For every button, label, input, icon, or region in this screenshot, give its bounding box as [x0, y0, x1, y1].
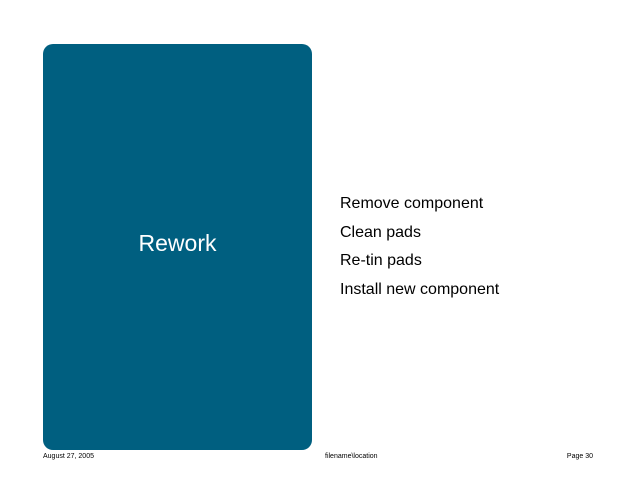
- bullet-item: Install new component: [340, 280, 500, 298]
- title-panel: [43, 44, 312, 450]
- bullet-item: Re-tin pads: [340, 252, 422, 269]
- bullet-list: Remove component Clean pads Re-tin pads …: [340, 190, 499, 304]
- bullet-item: Clean pads: [340, 223, 421, 241]
- footer-page-number: Page 30: [566, 453, 593, 460]
- bullet-item: Remove component: [340, 195, 484, 212]
- footer-filename: filename\location: [325, 453, 378, 460]
- footer-date: August 27, 2005: [43, 453, 94, 460]
- slide-title: Rework: [138, 230, 217, 256]
